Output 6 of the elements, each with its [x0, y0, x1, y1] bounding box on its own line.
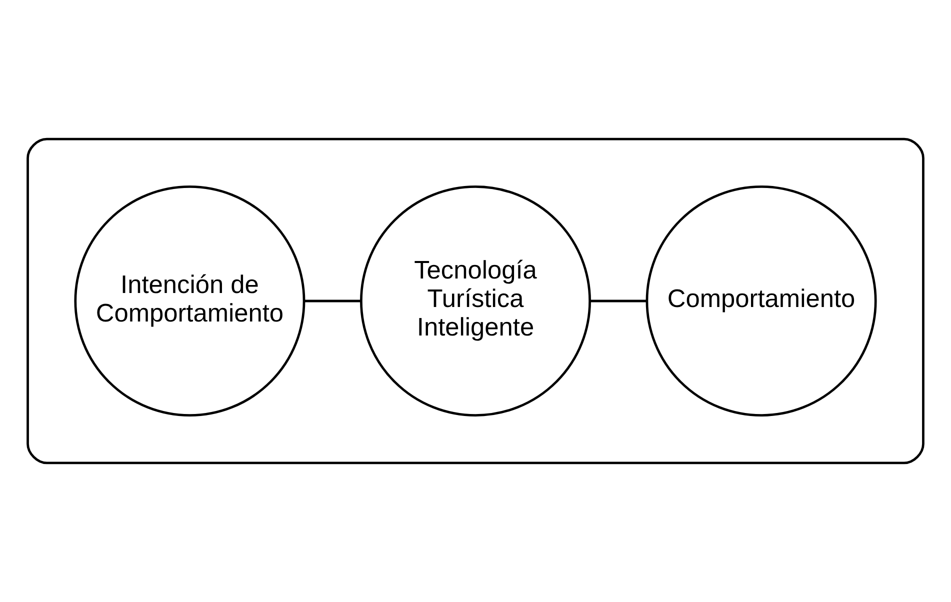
connector: [590, 300, 647, 302]
node-circle: Intención de Comportamiento: [74, 186, 306, 416]
connector: [304, 300, 362, 302]
node-circle: Comportamiento: [646, 186, 877, 416]
node-circle: Tecnología Turística Inteligente: [360, 186, 591, 416]
cluster: [26, 138, 924, 464]
